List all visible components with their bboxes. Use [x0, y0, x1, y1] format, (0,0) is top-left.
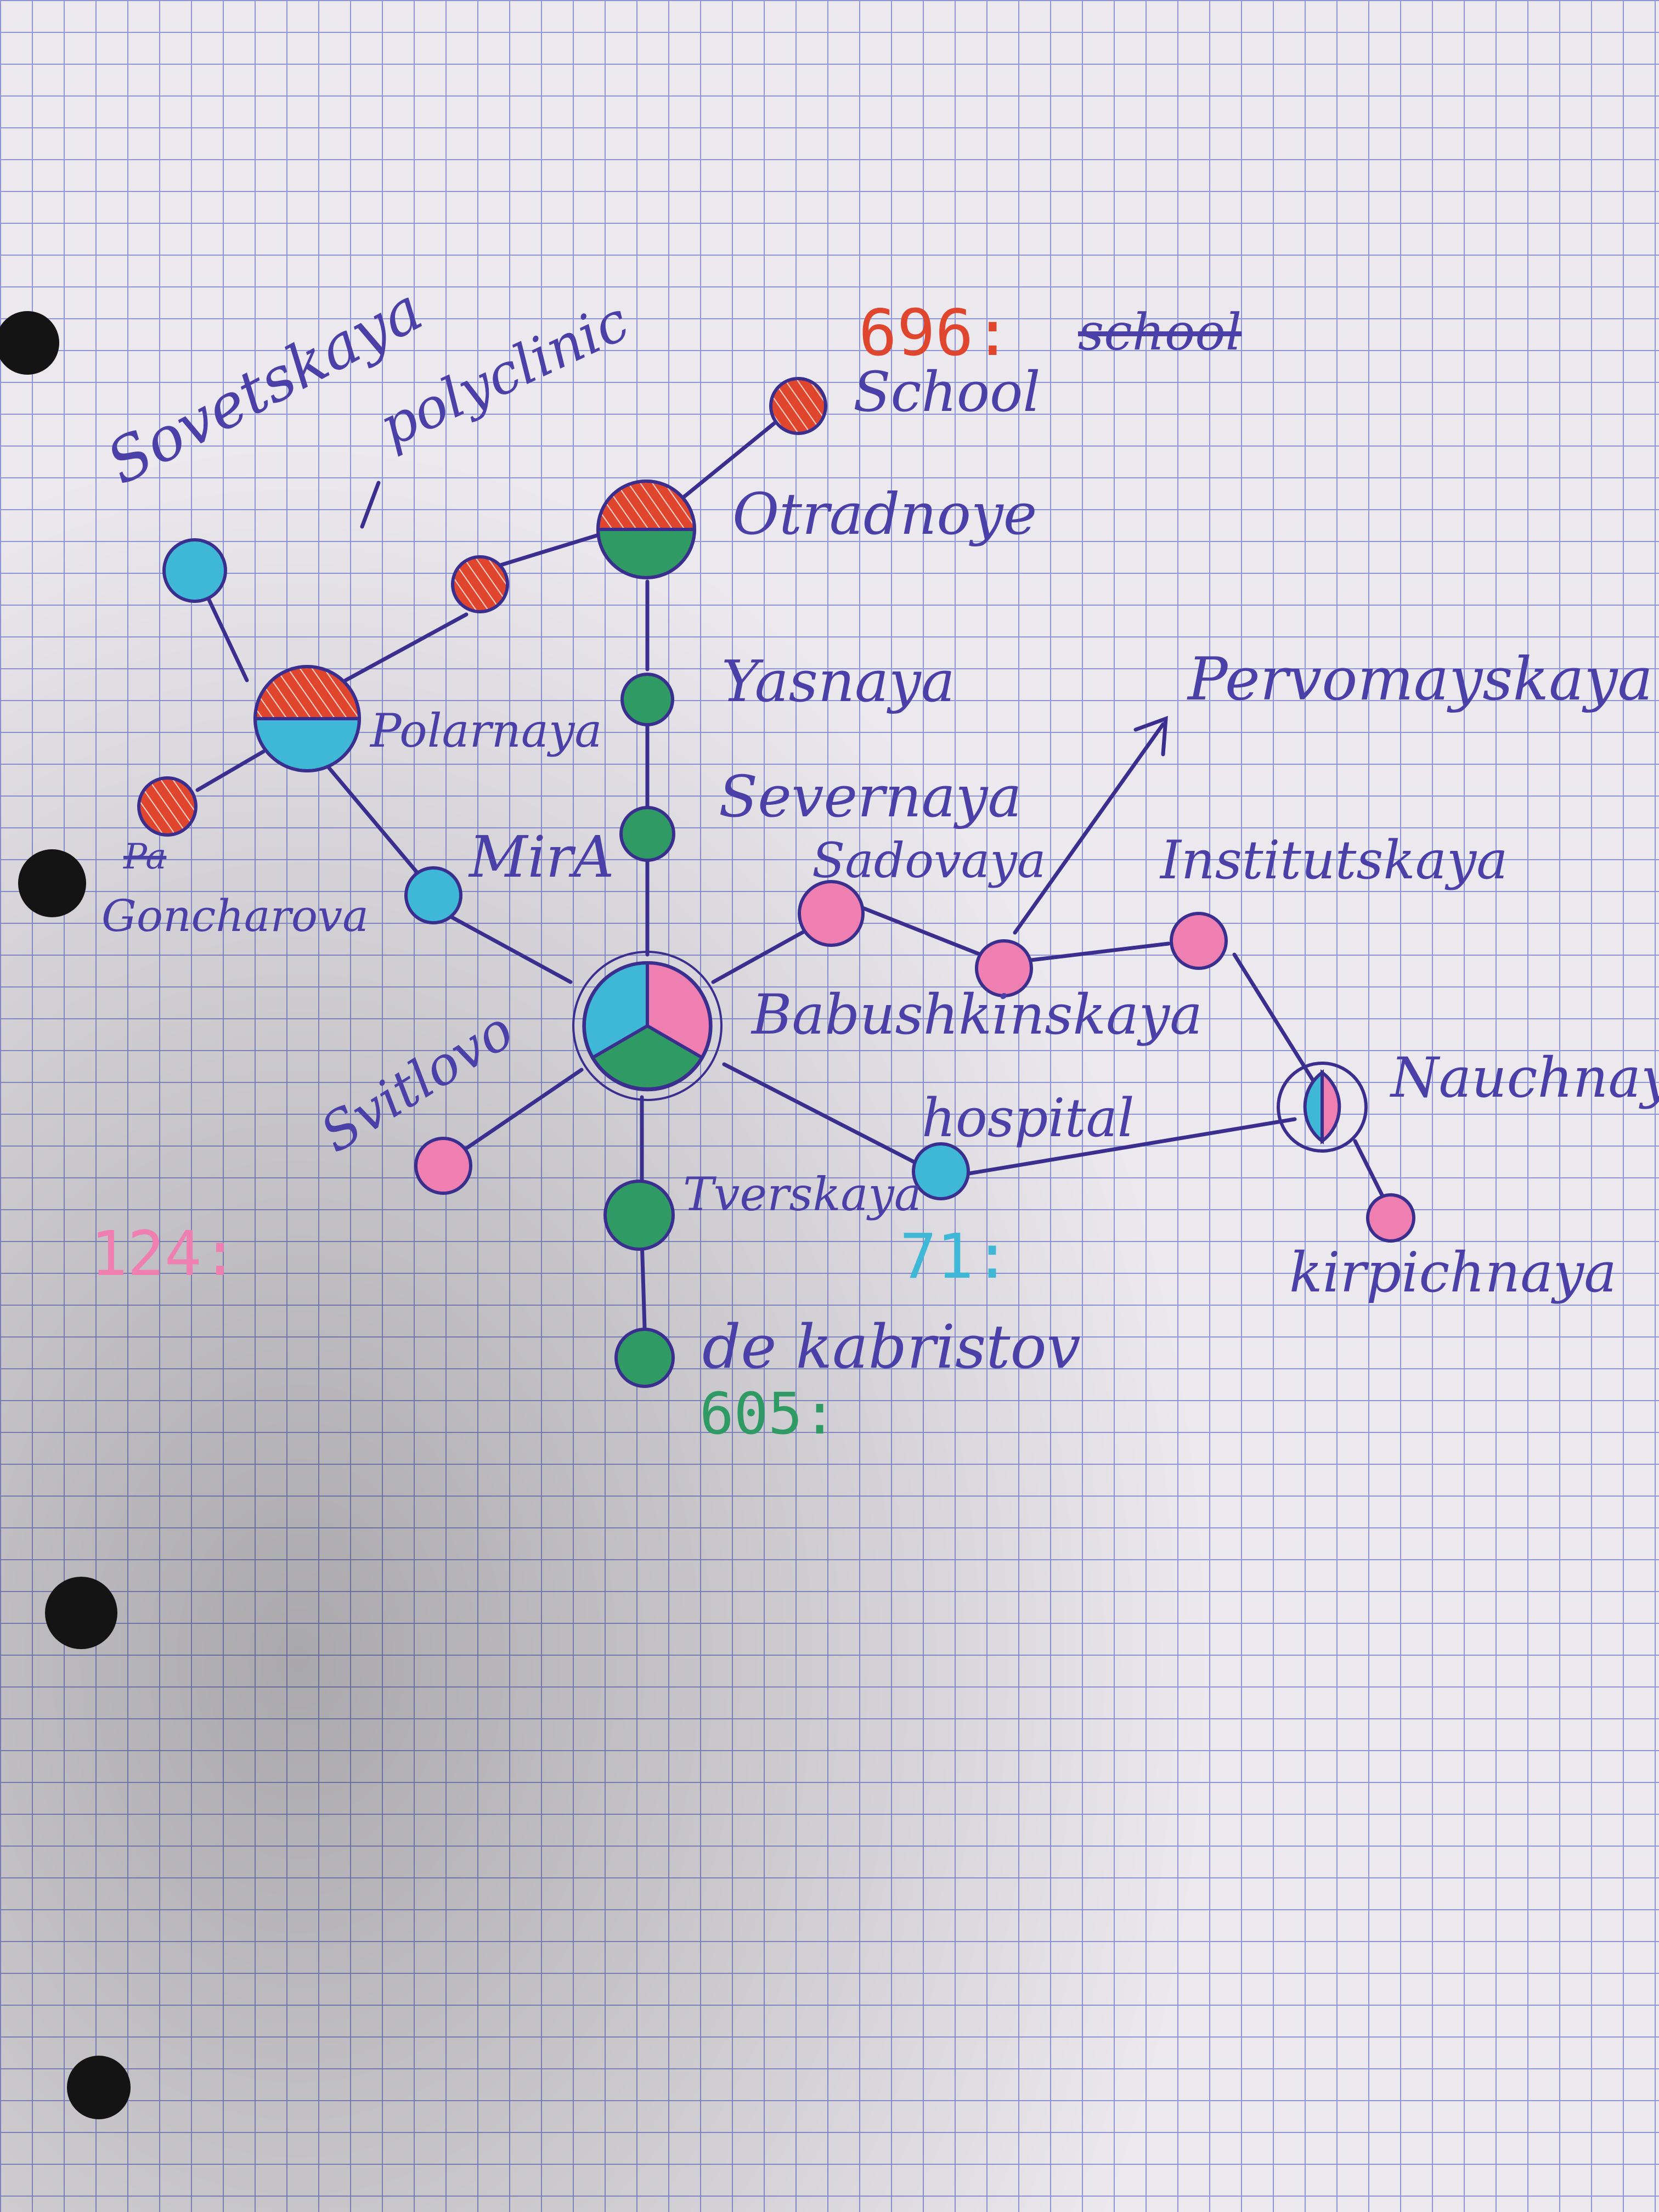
line-696-label: 696:	[859, 296, 1012, 370]
binder-hole	[0, 311, 59, 375]
label-tverskaya: Tverskaya	[683, 1167, 922, 1221]
edge	[195, 749, 266, 792]
label-goncharova-struck: Pa	[123, 837, 167, 877]
label-school: School	[853, 360, 1041, 424]
edge	[459, 1068, 584, 1154]
edge	[1029, 941, 1171, 962]
label-hospital: hospital	[922, 1087, 1135, 1149]
station-otradnoye-marker[interactable]	[596, 479, 697, 579]
station-severnaya-marker[interactable]	[619, 806, 675, 862]
arrow-to-pervomayskaya	[1013, 722, 1165, 935]
station-tverskaya-marker[interactable]	[603, 1180, 675, 1251]
binder-hole	[18, 849, 86, 917]
station-institutskaya-marker[interactable]	[1170, 912, 1228, 970]
binder-hole	[45, 1577, 117, 1649]
label-babushkinskaya: Babushkinskaya	[752, 983, 1203, 1047]
annotation-slash	[360, 481, 381, 529]
station-sovetskaya-marker[interactable]	[162, 538, 227, 603]
label-nauchnaya: Nauchnaya	[1391, 1046, 1659, 1110]
edge	[640, 1238, 647, 1330]
edge	[448, 914, 573, 984]
edge	[1353, 1139, 1385, 1198]
label-mira: MirA	[469, 823, 614, 890]
label-dekabristov: de kabristov	[702, 1312, 1081, 1382]
station-mira-marker[interactable]	[404, 866, 462, 924]
station-school-marker[interactable]	[769, 377, 827, 435]
station-dekabristov-marker[interactable]	[614, 1328, 675, 1388]
edge	[711, 925, 814, 984]
station-yasnaya-marker[interactable]	[620, 673, 674, 726]
label-sadovaya: Sadovaya	[812, 832, 1046, 889]
station-sadovaya-marker[interactable]	[798, 880, 865, 947]
station-goncharova-marker[interactable]	[137, 776, 198, 837]
label-kirpichnaya: kirpichnaya	[1289, 1240, 1617, 1305]
station-polyclinic-marker[interactable]	[451, 555, 509, 613]
label-pervomayskaya: Pervomayskaya	[1188, 645, 1653, 714]
line-71-label: 71:	[900, 1221, 1011, 1293]
label-goncharova: Goncharova	[101, 890, 369, 941]
edge	[854, 903, 990, 960]
station-svitlovo-marker[interactable]	[414, 1137, 472, 1195]
edge	[343, 612, 469, 682]
station-polarnaya-marker[interactable]	[253, 665, 362, 772]
edge	[201, 585, 249, 682]
station-hospital-marker[interactable]	[912, 1142, 970, 1200]
edge	[963, 1117, 1297, 1176]
line-124-label: 124:	[91, 1218, 239, 1290]
line-605-label: 605:	[699, 1380, 837, 1447]
edge	[722, 1062, 918, 1165]
label-otradnoye: Otradnoye	[732, 481, 1037, 548]
station-pervomayskaya-junction[interactable]	[975, 939, 1033, 997]
station-kirpichnaya-marker[interactable]	[1366, 1193, 1415, 1243]
station-nauchnaya-marker[interactable]	[1277, 1062, 1368, 1153]
edge	[1232, 952, 1319, 1088]
label-institutskaya: Institutskaya	[1160, 830, 1508, 891]
arrow-head	[1133, 715, 1168, 757]
label-severnaya: Severnaya	[719, 763, 1022, 830]
station-babushkinskaya-marker[interactable]	[572, 951, 723, 1101]
label-polarnaya: Polarnaya	[370, 704, 602, 758]
label-yasnaya: Yasnaya	[721, 648, 955, 715]
edge	[327, 766, 419, 874]
line-696-extra: school	[1078, 303, 1242, 362]
binder-hole	[67, 2056, 131, 2119]
